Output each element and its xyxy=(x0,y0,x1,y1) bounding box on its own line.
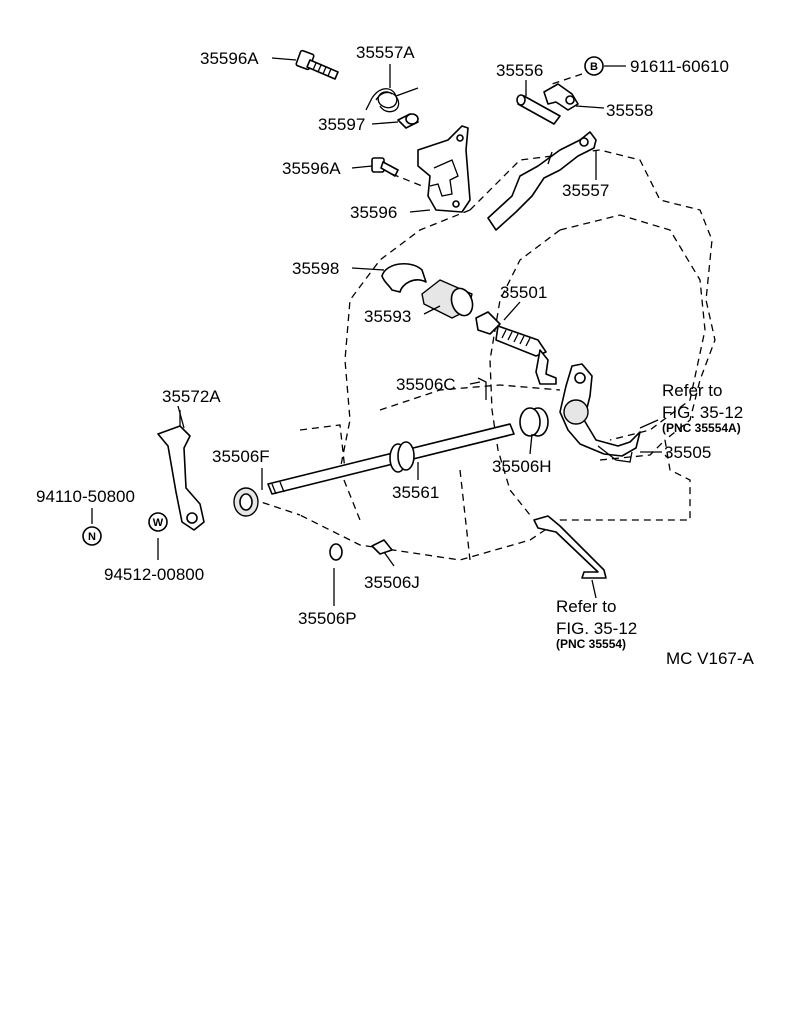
label-35596A-top: 35596A xyxy=(200,49,259,68)
clip-35506J xyxy=(371,539,393,555)
svg-text:W: W xyxy=(153,517,164,529)
leader-lines xyxy=(91,57,662,606)
label-35598: 35598 xyxy=(292,259,339,278)
label-94512-00800: 94512-00800 xyxy=(104,565,204,584)
clip-35558 xyxy=(543,83,579,111)
control-rod-lower xyxy=(533,515,607,579)
reference-note-lower: Refer to FIG. 35-12 (PNC 35554) xyxy=(556,597,637,651)
svg-text:FIG. 35-12: FIG. 35-12 xyxy=(662,403,743,422)
bushing-35506C xyxy=(477,377,487,400)
label-35597: 35597 xyxy=(318,115,365,134)
transaxle-housing-outline xyxy=(239,149,716,561)
seal-35593 xyxy=(421,279,474,319)
label-35501: 35501 xyxy=(500,283,547,302)
svg-text:(PNC 35554): (PNC 35554) xyxy=(556,637,626,651)
badge-W: W xyxy=(148,512,168,532)
label-35557: 35557 xyxy=(562,181,609,200)
bracket-35596 xyxy=(417,125,471,213)
shaft-35561 xyxy=(267,423,515,495)
spring-35557A xyxy=(365,87,419,113)
pin-35556 xyxy=(516,94,561,125)
lever-35557 xyxy=(487,131,597,231)
bushing-35598 xyxy=(381,263,427,293)
label-35557A: 35557A xyxy=(356,43,415,62)
svg-text:Refer to: Refer to xyxy=(662,381,722,400)
badge-B: B xyxy=(584,56,604,76)
label-94110-50800: 94110-50800 xyxy=(36,487,135,506)
badge-N: N xyxy=(82,526,102,546)
washer-35506P xyxy=(329,543,343,561)
bracket-35572A xyxy=(157,410,205,531)
svg-text:B: B xyxy=(590,61,598,73)
label-35558: 35558 xyxy=(606,101,653,120)
label-35596: 35596 xyxy=(350,203,397,222)
svg-text:FIG. 35-12: FIG. 35-12 xyxy=(556,619,637,638)
label-35506H: 35506H xyxy=(492,457,552,476)
bolt-35596A-top xyxy=(295,49,339,80)
pin-35597 xyxy=(397,113,419,129)
label-35506J: 35506J xyxy=(364,573,420,592)
figure-code: MC V167-A xyxy=(666,649,755,668)
bolt-35596A-mid xyxy=(371,157,399,177)
label-35505: 35505 xyxy=(664,443,711,462)
svg-text:(PNC 35554A): (PNC 35554A) xyxy=(662,421,741,435)
label-35556: 35556 xyxy=(496,61,543,80)
label-35506P: 35506P xyxy=(298,609,357,628)
label-35506F: 35506F xyxy=(212,447,270,466)
label-35572A: 35572A xyxy=(162,387,221,406)
label-35506C: 35506C xyxy=(396,375,456,394)
lever-35505 xyxy=(559,363,641,463)
shaft-35501 xyxy=(475,311,557,385)
svg-text:N: N xyxy=(88,531,96,543)
label-35596A-mid: 35596A xyxy=(282,159,341,178)
label-35593: 35593 xyxy=(364,307,411,326)
svg-text:Refer to: Refer to xyxy=(556,597,616,616)
label-35561: 35561 xyxy=(392,483,439,502)
reference-note-upper: Refer to FIG. 35-12 (PNC 35554A) xyxy=(662,381,743,435)
seal-35506H xyxy=(519,407,549,437)
label-91611-60610: 91611-60610 xyxy=(630,57,729,76)
oil-seal-35506F xyxy=(233,487,259,517)
